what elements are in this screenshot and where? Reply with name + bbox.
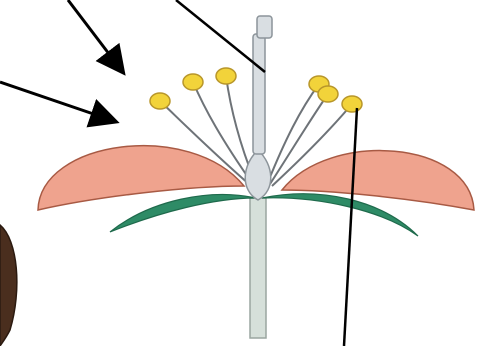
anther (183, 74, 203, 90)
pointer-line-4 (344, 108, 357, 346)
stigma (257, 16, 272, 38)
pointer-line-3 (176, 0, 265, 72)
sepal-right (262, 194, 418, 236)
anther (342, 96, 362, 112)
anther (216, 68, 236, 84)
ovary (245, 150, 271, 200)
pointer-line-2 (0, 82, 114, 121)
pointer-line-1 (68, 0, 122, 71)
seed-shape (0, 225, 17, 346)
petal-right (282, 151, 474, 210)
style (253, 34, 265, 154)
sepal-left (110, 195, 256, 232)
stem (250, 198, 266, 338)
anther (150, 93, 170, 109)
anther (318, 86, 338, 102)
